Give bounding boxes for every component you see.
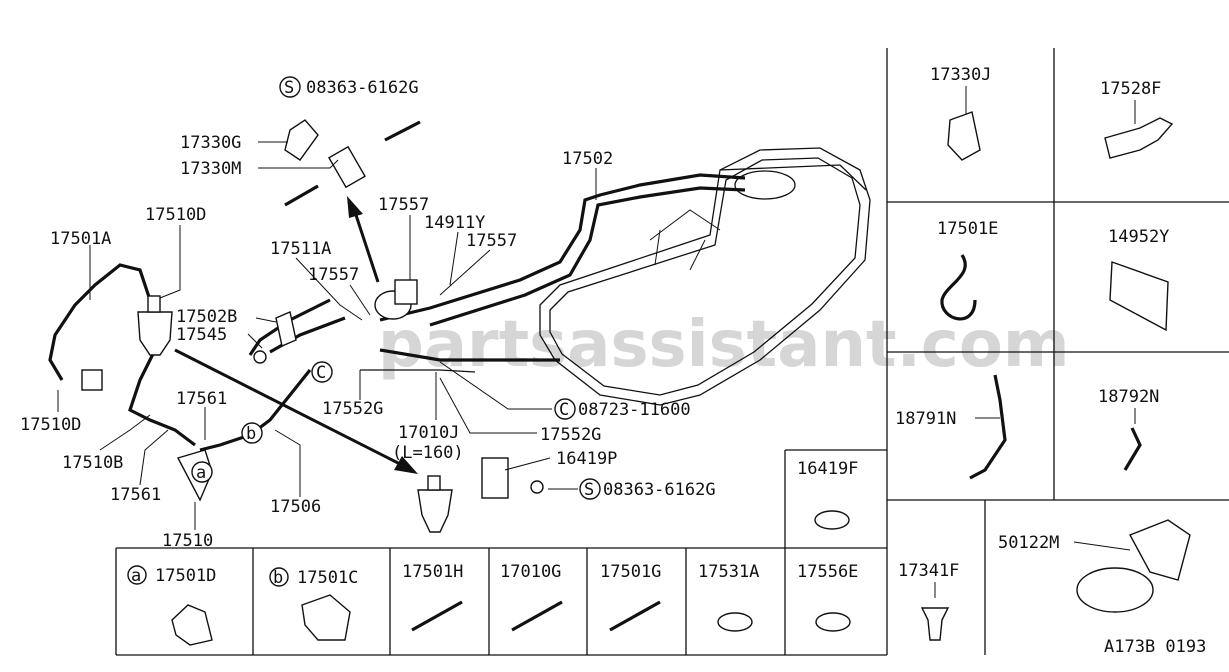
- label-18792N: 18792N: [1098, 387, 1159, 407]
- label-17561-top: 17561: [176, 389, 227, 409]
- label-17510B: 17510B: [62, 453, 123, 473]
- label-17510D-left: 17510D: [20, 415, 81, 435]
- fuel-pump-assy: [374, 279, 418, 320]
- label-17501D: 17501D: [155, 566, 216, 586]
- s-marker-bottom: S: [584, 480, 594, 500]
- label-17556E: 17556E: [797, 562, 858, 582]
- label-17501C: 17501C: [297, 568, 358, 588]
- label-14911Y: 14911Y: [424, 213, 485, 233]
- fuel-filter-bottom: [417, 475, 453, 533]
- diagram-code: A173B 0193: [1104, 637, 1206, 657]
- label-17506: 17506: [270, 497, 321, 517]
- label-17330J: 17330J: [930, 65, 991, 85]
- label-17330G: 17330G: [180, 133, 241, 153]
- s-marker-top: S: [284, 78, 294, 98]
- label-17545: 17545: [176, 325, 227, 345]
- clamp-17502B: [253, 311, 297, 364]
- b-marker-cell: b: [273, 568, 283, 588]
- c-marker-line: C: [316, 363, 326, 383]
- label-17501E: 17501E: [937, 219, 998, 239]
- label-14952Y: 14952Y: [1108, 227, 1169, 247]
- label-18791N: 18791N: [895, 409, 956, 429]
- label-17010J: 17010J: [398, 423, 459, 443]
- c-marker-clip: C: [559, 400, 569, 420]
- a-marker-cell: a: [131, 566, 141, 586]
- bracket-17330G: [284, 119, 366, 189]
- label-17501A: 17501A: [50, 229, 111, 249]
- bottom-row: a 17501D b 17501C 17501H 17010G 17501G 1…: [127, 459, 858, 646]
- label-screw-top: 08363-6162G: [306, 78, 419, 98]
- label-17502B: 17502B: [176, 307, 237, 327]
- label-17330M: 17330M: [180, 159, 241, 179]
- label-17341F: 17341F: [898, 561, 959, 581]
- label-16419P: 16419P: [556, 449, 617, 469]
- fuel-filter-top: [137, 295, 173, 356]
- grid-lines: [115, 48, 1229, 656]
- arrows: [174, 196, 418, 474]
- callout-labels: 08363-6162G 17330G 17330M 17510D 17501A …: [20, 78, 716, 551]
- label-17557-mid: 17557: [308, 265, 359, 285]
- label-17010G: 17010G: [500, 562, 561, 582]
- label-17502: 17502: [562, 149, 613, 169]
- label-17501G: 17501G: [600, 562, 661, 582]
- right-panel: 17330J 17528F 17501E 14952Y 18791N 18792…: [895, 65, 1206, 657]
- a-marker-line: a: [196, 463, 206, 483]
- label-17010J-length: (L=160): [392, 443, 464, 463]
- label-50122M: 50122M: [998, 533, 1059, 553]
- circled-markers: S S C C b a: [191, 76, 601, 500]
- label-17511A: 17511A: [270, 239, 331, 259]
- label-17561-bottom: 17561: [110, 485, 161, 505]
- fuel-lines: [48, 173, 746, 452]
- label-17528F: 17528F: [1100, 79, 1161, 99]
- part-17510D-left: [81, 369, 103, 391]
- leader-lines: [57, 141, 597, 530]
- label-screw-bottom: 08363-6162G: [603, 480, 716, 500]
- label-clip: 08723-11600: [578, 400, 691, 420]
- label-17501H: 17501H: [402, 562, 463, 582]
- hose-segments-top: [284, 120, 421, 207]
- label-17531A: 17531A: [698, 562, 759, 582]
- label-17557-top: 17557: [378, 195, 429, 215]
- fuel-tank: [539, 147, 871, 406]
- label-17552G-left: 17552G: [322, 399, 383, 419]
- b-marker-line: b: [246, 424, 256, 444]
- label-17557-right: 17557: [466, 231, 517, 251]
- label-17552G-right: 17552G: [540, 425, 601, 445]
- label-17510: 17510: [162, 531, 213, 551]
- label-16419F: 16419F: [797, 459, 858, 479]
- clip-16419P: [481, 457, 544, 499]
- label-17510D-top: 17510D: [145, 205, 206, 225]
